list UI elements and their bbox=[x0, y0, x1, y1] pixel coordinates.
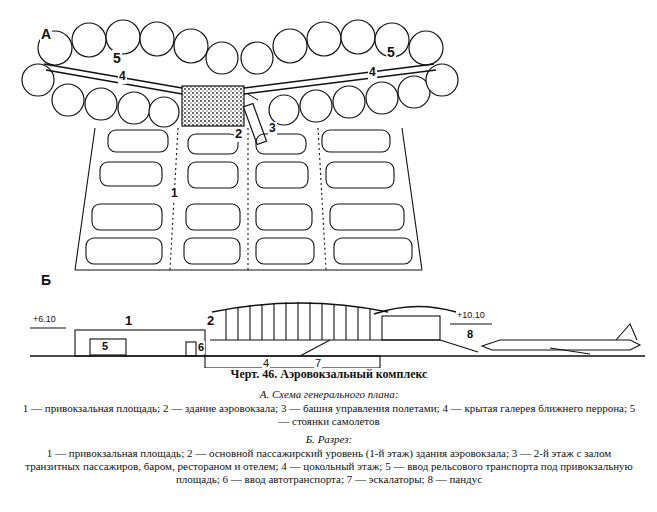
callout-number: 5 bbox=[386, 44, 396, 60]
aircraft-stand bbox=[106, 20, 140, 54]
aircraft-stand bbox=[52, 84, 84, 116]
aircraft-stand bbox=[409, 31, 443, 65]
aircraft-stand bbox=[273, 29, 307, 63]
basement bbox=[205, 356, 380, 368]
gallery-line bbox=[244, 70, 436, 94]
callout-number: 5 bbox=[101, 340, 109, 353]
callout-number: 8 bbox=[466, 328, 474, 341]
level-mark-text: +6.10 bbox=[32, 314, 57, 324]
figure-title: Черт. 46. Аэровокзальный комплекс bbox=[18, 368, 640, 382]
level-mark-text: +10.10 bbox=[456, 310, 486, 320]
aircraft-wing bbox=[550, 348, 590, 354]
caption-key: 1 — привокзальная площадь; 2 — основной … bbox=[18, 447, 640, 486]
callout-number: 2 bbox=[234, 127, 243, 142]
level-mark bbox=[450, 323, 492, 324]
gallery-line bbox=[244, 64, 434, 88]
traffic-island bbox=[186, 204, 240, 230]
callout-number: 5 bbox=[112, 50, 122, 66]
callout-number: 4 bbox=[368, 66, 377, 80]
traffic-island bbox=[330, 204, 404, 230]
rail-entry bbox=[90, 339, 126, 355]
gallery-line bbox=[44, 64, 182, 88]
callout-number: 4 bbox=[118, 70, 127, 84]
callout-number: 1 bbox=[170, 187, 179, 201]
aircraft-stand bbox=[85, 88, 117, 120]
ramp bbox=[440, 340, 478, 352]
traffic-island bbox=[256, 238, 314, 264]
panel-letter: Б bbox=[40, 272, 52, 288]
aircraft-stand bbox=[366, 82, 398, 114]
callout-number: 1 bbox=[124, 314, 133, 329]
aircraft-stand bbox=[300, 90, 332, 122]
traffic-island bbox=[86, 238, 162, 264]
aircraft-stand bbox=[341, 20, 375, 54]
traffic-island bbox=[334, 238, 412, 264]
forecourt-structure bbox=[75, 330, 205, 356]
aircraft-tail bbox=[616, 324, 637, 340]
control-tower bbox=[243, 103, 266, 144]
level-mark bbox=[30, 327, 66, 328]
callout-number: 2 bbox=[206, 314, 215, 329]
panel-letter: А bbox=[40, 26, 52, 42]
aircraft-stand bbox=[149, 97, 179, 127]
upper-roof bbox=[374, 306, 456, 314]
traffic-island bbox=[108, 130, 168, 152]
traffic-island bbox=[100, 162, 162, 186]
aircraft-stand bbox=[426, 64, 458, 96]
aircraft-stand bbox=[206, 42, 238, 74]
traffic-island bbox=[256, 134, 306, 154]
aircraft-stand bbox=[72, 23, 106, 57]
aircraft-stand bbox=[241, 42, 273, 74]
traffic-island bbox=[92, 204, 162, 230]
callout-number: 6 bbox=[197, 341, 205, 354]
traffic-island bbox=[322, 130, 390, 152]
car-entry bbox=[186, 342, 196, 356]
escalator bbox=[300, 340, 330, 356]
aircraft-fuselage bbox=[482, 340, 640, 350]
tower-line bbox=[248, 94, 258, 100]
callout-number: 7 bbox=[314, 357, 322, 370]
upper-floor bbox=[382, 316, 440, 340]
traffic-island bbox=[184, 238, 240, 264]
traffic-island bbox=[188, 162, 238, 188]
aircraft-stand bbox=[398, 76, 430, 108]
traffic-island bbox=[256, 162, 308, 188]
traffic-island bbox=[188, 134, 238, 154]
aircraft-stand bbox=[174, 29, 208, 63]
aircraft-stand bbox=[269, 95, 299, 125]
terminal-building bbox=[182, 86, 244, 126]
caption-heading: Б. Разрез: bbox=[18, 433, 640, 446]
callout-number: 3 bbox=[268, 122, 277, 136]
aircraft-stand bbox=[140, 22, 174, 56]
traffic-island bbox=[326, 162, 394, 188]
caption-key: 1 — привокзальная площадь; 2 — здание аэ… bbox=[18, 402, 640, 428]
aircraft-stand bbox=[307, 22, 341, 56]
glass-wall bbox=[226, 302, 370, 340]
callout-number: 4 bbox=[262, 357, 270, 370]
aircraft-stand bbox=[333, 86, 365, 118]
gallery-line bbox=[46, 70, 182, 94]
aircraft-stand bbox=[22, 64, 54, 96]
caption-heading: А. Схема генерального плана: bbox=[18, 388, 640, 401]
aircraft-stand bbox=[118, 92, 150, 124]
road-axis bbox=[170, 128, 326, 270]
traffic-island bbox=[256, 204, 312, 230]
road-edge bbox=[75, 128, 95, 270]
